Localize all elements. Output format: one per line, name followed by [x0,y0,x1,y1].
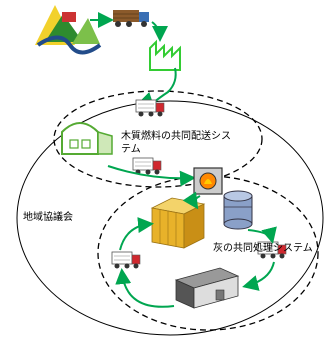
barn-icon [61,122,113,155]
delivery-truck-icon-2 [132,157,162,175]
flow-arrow-left-crates [119,217,154,251]
factory-icon [149,39,181,71]
log-truck-icon [113,10,149,27]
regional-council-boundary [16,100,324,336]
flow-arrow-crates-right [247,226,277,244]
ash-truck-icon-left [111,251,141,269]
delivery-truck-icon [135,99,165,117]
boiler-icon [193,167,223,195]
flow-arrow-shed-left [115,268,175,308]
storage-shed-icon [174,267,240,309]
flow-arrow-boiler-crates [182,191,201,210]
forest-icon [35,5,102,55]
flow-arrow-delivery-boiler [107,165,196,187]
tank-icon [223,190,253,230]
fuel-delivery-boundary [53,90,263,188]
flow-arrow-truck-factory [151,21,168,42]
ash-processing-label: 灰の共同処理システム [213,243,313,254]
regional-council-label: 地域協議会 [23,212,73,223]
fuel-delivery-label: 木質燃料の共同配送システム [121,131,231,155]
flow-arrow-right-shed [242,261,275,291]
